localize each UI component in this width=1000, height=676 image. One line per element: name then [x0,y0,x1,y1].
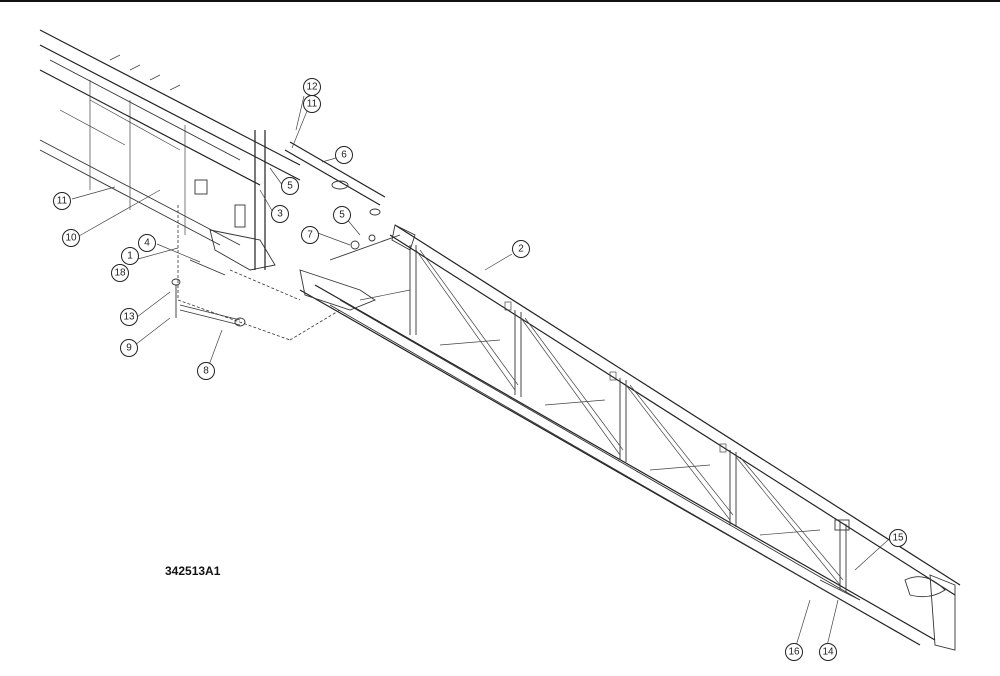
drawing-id: 342513A1 [165,564,221,578]
callout-13: 13 [120,308,138,326]
callout-5b: 5 [333,206,351,224]
svg-text:14: 14 [822,647,834,658]
callout-10: 10 [62,229,80,247]
svg-text:12: 12 [306,82,318,93]
top-border [0,0,1000,2]
svg-text:11: 11 [57,196,68,207]
svg-text:13: 13 [123,312,135,323]
callout-leaders [71,95,889,647]
callout-5a: 5 [281,177,299,195]
callout-11a: 11 [303,95,321,113]
callout-11b: 11 [53,192,71,210]
hydraulic-cylinder [284,141,386,216]
callout-15: 15 [889,529,907,547]
svg-text:15: 15 [892,533,904,544]
svg-text:16: 16 [788,647,800,658]
svg-text:3: 3 [277,209,283,220]
svg-text:11: 11 [307,99,318,110]
svg-text:18: 18 [114,268,126,279]
inner-boom-section [39,29,301,271]
svg-text:5: 5 [339,210,345,221]
outer-boom-truss [299,224,961,651]
callout-18: 18 [111,264,129,282]
callout-9: 9 [120,339,138,357]
svg-text:5: 5 [287,181,293,192]
svg-text:9: 9 [126,343,132,354]
callout-16: 16 [785,643,803,661]
callout-3: 3 [271,205,289,223]
svg-text:2: 2 [518,244,524,255]
exploded-parts [171,205,341,341]
svg-text:4: 4 [144,238,150,249]
callout-14: 14 [819,643,837,661]
svg-text:7: 7 [307,230,313,241]
callout-7: 7 [301,226,319,244]
svg-text:1: 1 [127,251,133,262]
callout-4: 4 [138,234,156,252]
svg-text:10: 10 [65,233,77,244]
callout-1: 1 [121,247,139,265]
svg-text:8: 8 [203,366,209,377]
pivot-linkage [299,224,416,311]
callout-6: 6 [335,146,353,164]
callout-2: 2 [512,240,530,258]
callout-12a: 12 [303,78,321,96]
svg-text:6: 6 [341,150,347,161]
callout-8: 8 [197,362,215,380]
